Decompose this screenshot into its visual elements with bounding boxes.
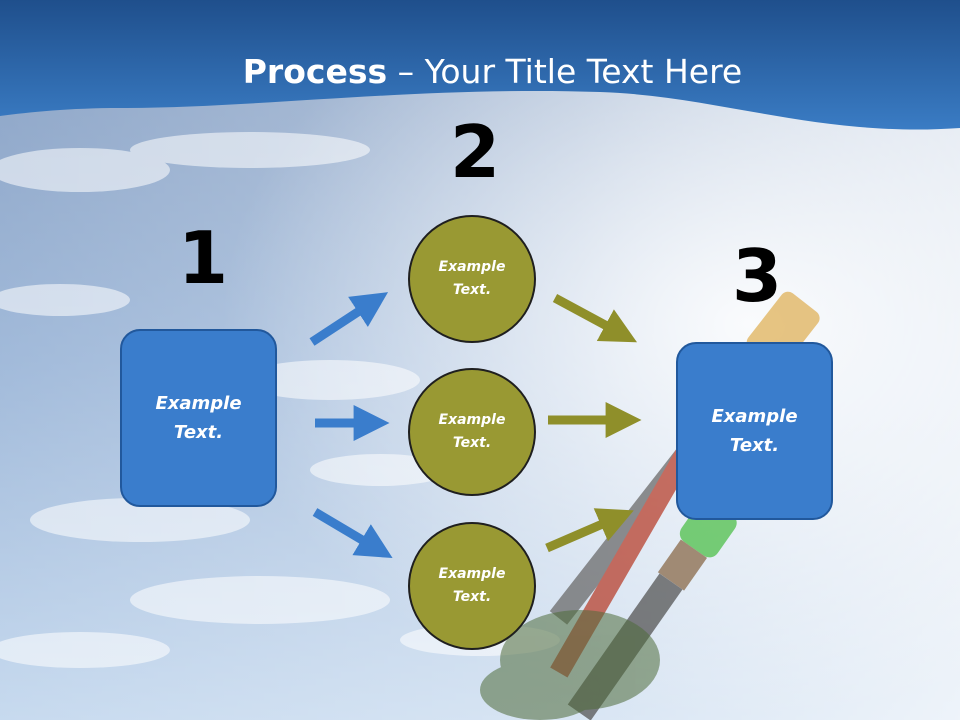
- right-arrow-icon: [312, 508, 393, 559]
- step-number-1: 1: [178, 216, 229, 300]
- slide-title-rest: – Your Title Text Here: [387, 52, 743, 91]
- step-number-3: 3: [732, 234, 783, 318]
- circle-1: Example Text.: [408, 215, 536, 343]
- circle-2-text: Example Text.: [438, 412, 506, 451]
- right-arrow-icon: [309, 292, 389, 346]
- source-box: Example Text.: [120, 329, 277, 507]
- right-arrow-icon: [552, 294, 638, 343]
- circle-3-text: Example Text.: [438, 566, 506, 605]
- slide-title: Process – Your Title Text Here: [0, 52, 960, 91]
- step-number-2: 2: [450, 110, 501, 194]
- slide-title-bold: Process: [242, 52, 388, 91]
- target-box-text: Example Text.: [711, 406, 798, 456]
- target-box: Example Text.: [676, 342, 833, 520]
- circle-1-text: Example Text.: [438, 259, 506, 298]
- circle-3: Example Text.: [408, 522, 536, 650]
- right-arrow-icon: [545, 508, 634, 553]
- source-box-text: Example Text.: [155, 393, 242, 443]
- circle-2: Example Text.: [408, 368, 536, 496]
